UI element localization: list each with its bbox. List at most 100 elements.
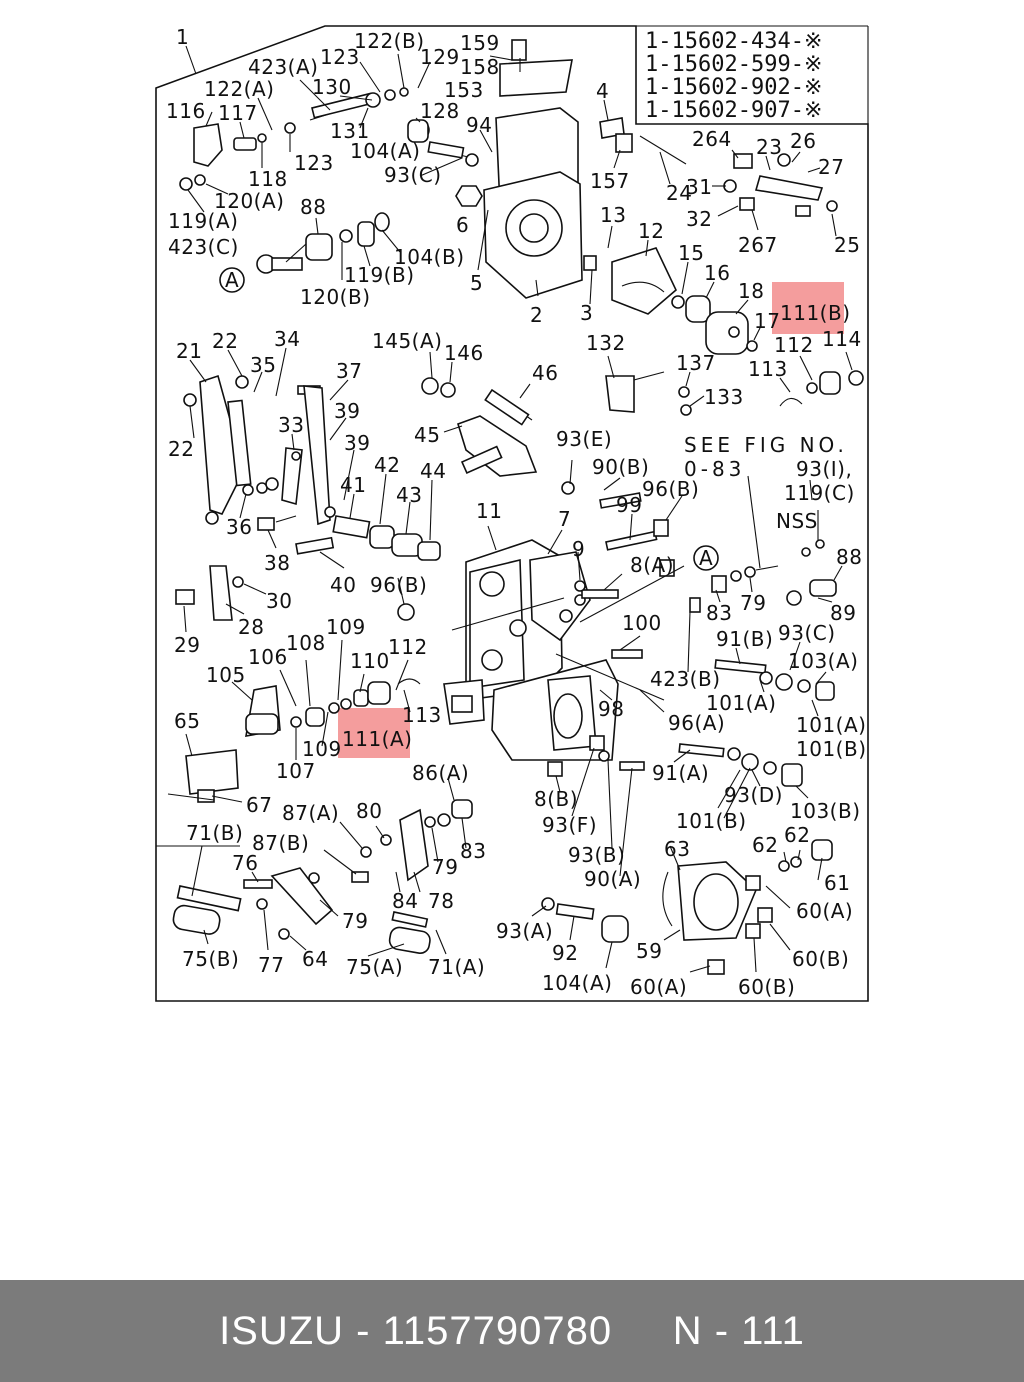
callout-label: 8(B) [534, 787, 578, 811]
highlight-111a [338, 708, 410, 758]
code-line-2: 1-15602-599-※ [645, 52, 822, 77]
callout-label: 11 [476, 499, 502, 523]
callout-label: 6 [456, 213, 469, 237]
callout-label: 423(A) [248, 55, 318, 79]
callout-label: 101(B) [676, 809, 747, 833]
callout-label: 76 [232, 851, 258, 875]
callout-label: 60(B) [738, 975, 795, 999]
callout-label: 9 [572, 537, 585, 561]
exploded-parts-diagram: 1-15602-434-※ 1-15602-599-※ 1-15602-902-… [155, 25, 869, 1002]
callout-label: 32 [686, 207, 712, 231]
callout-label: 119(A) [168, 209, 238, 233]
callout-label: 59 [636, 939, 662, 963]
callout-label: 65 [174, 709, 200, 733]
callout-label: 41 [340, 473, 366, 497]
callout-label: 42 [374, 453, 400, 477]
brand-name: ISUZU [219, 1308, 345, 1353]
callout-label: 31 [686, 175, 712, 199]
callout-label: 80 [356, 799, 382, 823]
callout-label: 93(E) [556, 427, 612, 451]
callout-label: 93(C) [384, 163, 442, 187]
callout-label: 93(F) [542, 813, 597, 837]
callout-label: 129 [420, 45, 460, 69]
callout-label: 60(B) [792, 947, 849, 971]
callout-label: 104(A) [542, 971, 612, 995]
callout-label: 114 [822, 327, 862, 351]
callout-label: 91(B) [716, 627, 773, 651]
callout-label: 107 [276, 759, 316, 783]
callout-label: 22 [212, 329, 238, 353]
callout-label: 60(A) [796, 899, 853, 923]
callout-label: 29 [174, 633, 200, 657]
callout-label: 75(B) [182, 947, 239, 971]
callout-labels: 1 423(A) 123 122(B) 129 159 158 153 122(… [166, 25, 867, 999]
callout-label: 110 [350, 649, 390, 673]
callout-label: 103(B) [790, 799, 861, 823]
applicability-codes: 1-15602-434-※ 1-15602-599-※ 1-15602-902-… [645, 29, 822, 123]
callout-label: 119(C) [784, 481, 855, 505]
callout-label: 153 [444, 78, 484, 102]
callout-label: 4 [596, 79, 609, 103]
callout-label: 101(A) [796, 713, 866, 737]
callout-label: 61 [824, 871, 850, 895]
callout-label: 8(A) [630, 553, 674, 577]
callout-label: 26 [790, 129, 816, 153]
callout-label: 2 [530, 303, 543, 327]
callout-label: 60(A) [630, 975, 687, 999]
callout-label: 158 [460, 55, 500, 79]
see-fig-line-2: 0-83 [684, 457, 745, 481]
callout-label: 120(A) [214, 189, 284, 213]
callout-label: 17 [754, 309, 780, 333]
callout-label: 21 [176, 339, 202, 363]
callout-label: 23 [756, 135, 782, 159]
callout-label: 123 [320, 45, 360, 69]
callout-label: 106 [248, 645, 288, 669]
callout-label: 39 [344, 431, 370, 455]
callout-label: 35 [250, 353, 276, 377]
callout-label: 99 [616, 493, 642, 517]
callout-label: 15 [678, 241, 704, 265]
callout-label: 130 [312, 75, 352, 99]
callout-label: 88 [836, 545, 862, 569]
callout-label: 101(A) [706, 691, 776, 715]
svg-text:A: A [699, 546, 713, 570]
highlight-111b [772, 282, 844, 334]
callout-label: 118 [248, 167, 288, 191]
callout-label: 93(I), [796, 457, 852, 481]
callout-label: 113 [402, 703, 442, 727]
callout-label: 109 [302, 737, 342, 761]
callout-label: 90(B) [592, 455, 649, 479]
callout-label: 24 [666, 181, 692, 205]
callout-label: 131 [330, 119, 370, 143]
callout-label: 117 [218, 101, 258, 125]
callout-label: 89 [830, 601, 856, 625]
callout-label: 96(A) [668, 711, 725, 735]
callout-label: 38 [264, 551, 290, 575]
callout-label: 93(C) [778, 621, 836, 645]
callout-label: 37 [336, 359, 362, 383]
callout-label: 43 [396, 483, 422, 507]
callout-label: 25 [834, 233, 860, 257]
callout-label: 71(A) [428, 955, 485, 979]
callout-label: 145(A) [372, 329, 442, 353]
callout-label: 423(B) [650, 667, 721, 691]
callout-label: 100 [622, 611, 662, 635]
callout-label: 101(B) [796, 737, 867, 761]
footer-bar: ISUZU - 1157790780 N - 111 [0, 1280, 1024, 1382]
callout-label: 93(A) [496, 919, 553, 943]
code-line-4: 1-15602-907-※ [645, 98, 822, 123]
callout-label: 16 [704, 261, 730, 285]
footer-text: ISUZU - 1157790780 N - 111 [219, 1308, 805, 1353]
callout-label: 84 [392, 889, 418, 913]
callout-label: 112 [388, 635, 428, 659]
callout-label: 96(B) [642, 477, 699, 501]
callout-label: 103(A) [788, 649, 858, 673]
callout-label: 92 [552, 941, 578, 965]
callout-label: 112 [774, 333, 814, 357]
callout-label: 44 [420, 459, 446, 483]
callout-label: 88 [300, 195, 326, 219]
part-number: 1157790780 [382, 1308, 613, 1353]
callout-label: 22 [168, 437, 194, 461]
callout-label: 90(A) [584, 867, 641, 891]
callout-label: 157 [590, 169, 630, 193]
